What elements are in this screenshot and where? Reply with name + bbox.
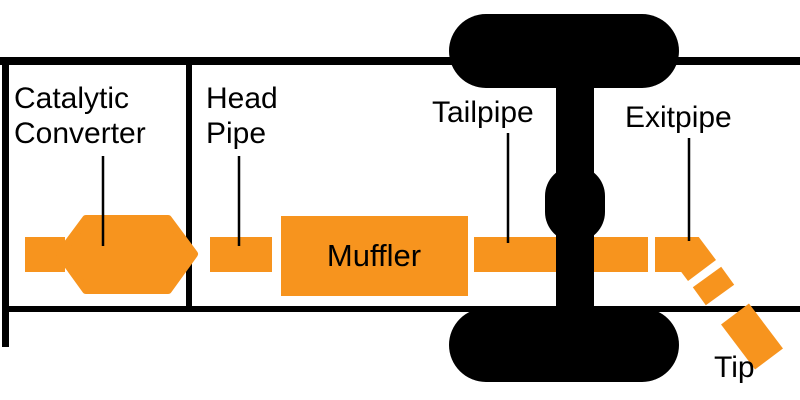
frame-top-rail [0,57,800,65]
frame-bottom-rail [2,306,800,312]
head-pipe [210,237,272,272]
exhaust-tip-pipe [721,303,783,370]
differential-housing [545,166,605,242]
rear-tire-top [449,14,679,88]
catalytic-converter-label-line1: Catalytic [14,82,129,115]
rear-tire-bottom [449,308,679,382]
catalytic-converter-label-line2: Converter [14,117,146,150]
catalytic-converter [56,215,198,294]
exitpipe-pipe [655,237,716,281]
muffler-label: Muffler [327,238,421,273]
tip-label: Tip [714,351,755,384]
exitpipe-bend-section [692,266,735,306]
head-pipe-label-line2: Pipe [206,117,266,150]
muffler-body [281,216,468,296]
frame-left-rail [2,57,9,347]
exitpipe-label: Exitpipe [625,101,732,134]
head-pipe-label-line1: Head [206,82,278,115]
cab-divider-line [186,57,192,310]
tailpipe-label: Tailpipe [432,96,534,129]
